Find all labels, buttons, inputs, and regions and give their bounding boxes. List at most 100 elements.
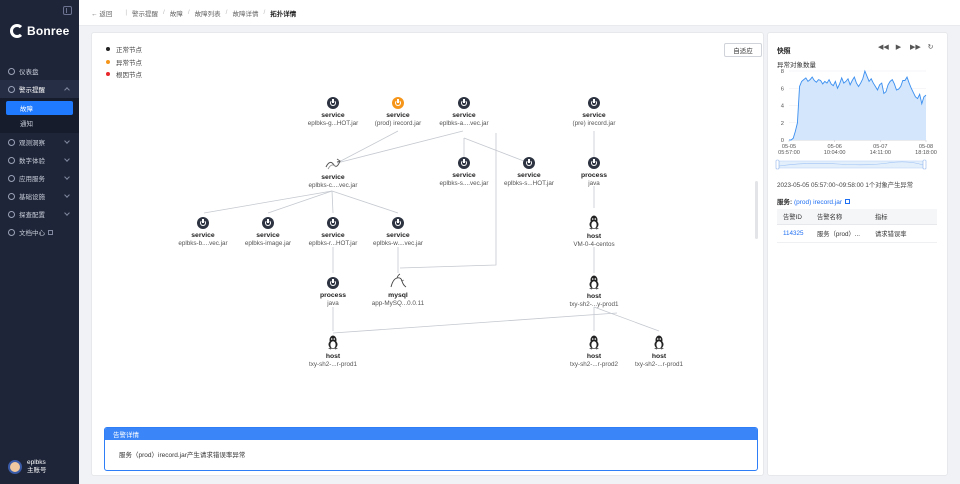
alarm-table: 告警ID 告警名称 指标 114325 服务（prod）... 请求错误率 bbox=[777, 209, 937, 243]
edge bbox=[331, 190, 399, 214]
topology-node[interactable]: host VM-0-4-centos bbox=[534, 215, 654, 249]
topology-node[interactable]: service eplbks-c....vec.jar bbox=[273, 157, 393, 190]
app-service-icon bbox=[8, 174, 15, 182]
root-cause-dot-icon bbox=[106, 72, 110, 77]
topology-node[interactable]: service eplbks-g...HOT.jar bbox=[273, 97, 393, 128]
table-header: 告警ID 告警名称 指标 bbox=[777, 209, 937, 225]
series-area bbox=[789, 71, 926, 140]
service-icon bbox=[262, 217, 274, 229]
linux-host-icon bbox=[589, 275, 599, 290]
alert-icon bbox=[8, 85, 15, 93]
topology-node[interactable]: host txy-sh2-...r-prod1 bbox=[599, 335, 719, 369]
topology-node[interactable]: host txy-sh2-...r-prod2 bbox=[534, 335, 654, 369]
topology-node[interactable]: service eplbks-s...HOT.jar bbox=[469, 157, 589, 188]
service-icon bbox=[523, 157, 535, 169]
refresh-icon[interactable]: ↻ bbox=[927, 44, 934, 51]
topology-node[interactable]: service (pre) irecord.jar bbox=[534, 97, 654, 128]
fast-forward-icon[interactable]: ▶▶ bbox=[910, 44, 921, 51]
playback-controls: ◀◀ ▶ ▶▶ ↻ bbox=[878, 43, 935, 52]
back-link[interactable]: ← 返回 bbox=[91, 10, 113, 18]
sidebar-item-notification[interactable]: 通知 bbox=[20, 121, 33, 128]
topology-node-abnormal[interactable]: service (prod) irecord.jar bbox=[338, 97, 458, 128]
topology-node[interactable]: service eplbks-image.jar bbox=[208, 217, 328, 248]
sidebar-item-infrastructure[interactable]: 基础设施 bbox=[0, 187, 79, 205]
external-link-icon bbox=[845, 199, 851, 204]
sidebar-item-dashboard[interactable]: 仪表盘 bbox=[0, 62, 79, 80]
breadcrumb-item-fault-list[interactable]: 故障列表 bbox=[194, 10, 221, 18]
slider-preview-line bbox=[778, 161, 924, 167]
topology-node[interactable]: service eplbks-a....vec.jar bbox=[404, 97, 524, 128]
chevron-down-icon bbox=[64, 174, 70, 180]
alarm-detail-header: 告警详情 bbox=[105, 428, 757, 440]
sidebar-item-insight[interactable]: 观测洞察 bbox=[0, 133, 79, 151]
linux-host-icon bbox=[589, 335, 599, 350]
sidebar-item-app-service[interactable]: 应用服务 bbox=[0, 169, 79, 187]
doc-icon bbox=[8, 228, 15, 236]
bonree-logo-icon bbox=[10, 24, 24, 38]
edge bbox=[593, 306, 660, 332]
chevron-down-icon bbox=[64, 138, 70, 144]
breadcrumb-item-alerts[interactable]: 警示提醒 bbox=[132, 10, 159, 18]
topology-node[interactable]: host txy-sh2-...y-prod1 bbox=[534, 275, 654, 309]
user-profile[interactable]: eplbks 主账号 bbox=[8, 459, 47, 475]
brand-logo: Bonree bbox=[10, 24, 70, 38]
edge bbox=[332, 312, 618, 334]
topology-node[interactable]: process java bbox=[273, 277, 393, 308]
sidebar-submenu-alerts: 故障 通知 bbox=[0, 98, 79, 133]
topology-edges bbox=[203, 130, 660, 334]
edge bbox=[463, 137, 530, 164]
chart-title: 异常对象数量 bbox=[777, 62, 816, 69]
time-range-summary: 2023-05-05 05:57:00~09:58:00 1个对象产生异常 bbox=[777, 182, 913, 189]
alarm-id-link[interactable]: 114325 bbox=[783, 230, 804, 237]
topology-node[interactable]: service eplbks-b....vec.jar bbox=[143, 217, 263, 248]
collapse-sidebar-icon[interactable] bbox=[63, 6, 72, 15]
topology-node[interactable]: service eplbks-r...HOT.jar bbox=[273, 217, 393, 248]
topology-node[interactable]: process java bbox=[534, 157, 654, 188]
legend-normal: 正常节点 bbox=[106, 43, 142, 56]
breadcrumb-item-topology: 拓扑详情 bbox=[270, 10, 297, 18]
service-warning-icon bbox=[392, 97, 404, 109]
sidebar-item-docs[interactable]: 文档中心 bbox=[0, 223, 79, 241]
topology-panel: 正常节点 异常节点 根因节点 自适应 bbox=[91, 32, 764, 476]
service-icon bbox=[197, 217, 209, 229]
fit-view-button[interactable]: 自适应 bbox=[724, 43, 762, 57]
edge bbox=[336, 130, 464, 164]
config-icon bbox=[8, 210, 15, 218]
linux-host-icon bbox=[328, 335, 338, 350]
sidebar-item-config[interactable]: 探查配置 bbox=[0, 205, 79, 223]
snapshot-title: 快照 bbox=[777, 48, 791, 55]
linux-host-icon bbox=[589, 215, 599, 230]
table-row[interactable]: 114325 服务（prod）... 请求错误率 bbox=[777, 225, 937, 243]
topology-scrollbar[interactable] bbox=[755, 181, 758, 239]
sidebar-item-alerts[interactable]: 警示提醒 bbox=[0, 80, 79, 98]
topology-node[interactable]: mysql app-MySQ...0.0.11 bbox=[338, 273, 458, 308]
alarm-detail-text: 服务（prod）irecord.jar产生请求错误率异常 bbox=[119, 452, 246, 459]
edge bbox=[331, 190, 334, 214]
legend-root-cause: 根因节点 bbox=[106, 68, 142, 81]
topology-node[interactable]: service eplbks-w....vec.jar bbox=[338, 217, 458, 248]
breadcrumb-item-fault[interactable]: 故障 bbox=[169, 10, 183, 18]
sidebar-item-experience[interactable]: 数字体验 bbox=[0, 151, 79, 169]
edge bbox=[203, 190, 333, 214]
normal-dot-icon bbox=[106, 47, 110, 52]
edge bbox=[267, 190, 333, 214]
rewind-icon[interactable]: ◀◀ bbox=[878, 44, 889, 51]
chevron-up-icon bbox=[64, 87, 70, 93]
topology-node[interactable]: service eplbks-s....vec.jar bbox=[404, 157, 524, 188]
y-tick-label: 6 bbox=[781, 86, 784, 92]
play-icon[interactable]: ▶ bbox=[895, 44, 902, 51]
process-icon bbox=[588, 157, 600, 169]
topology-node[interactable]: host txy-sh2-...r-prod1 bbox=[273, 335, 393, 369]
sidebar-item-fault[interactable]: 故障 bbox=[6, 101, 73, 115]
experience-icon bbox=[8, 156, 15, 164]
y-tick-label: 4 bbox=[781, 104, 785, 110]
service-link[interactable]: (prod) irecord.jar bbox=[793, 199, 843, 206]
service-icon bbox=[327, 217, 339, 229]
edge bbox=[336, 130, 399, 164]
breadcrumb: ← 返回 | 警示提醒 / 故障 / 故障列表 / 故障详情 / 拓扑详情 bbox=[79, 0, 960, 26]
dashboard-icon bbox=[8, 67, 15, 75]
breadcrumb-item-fault-detail[interactable]: 故障详情 bbox=[232, 10, 259, 18]
